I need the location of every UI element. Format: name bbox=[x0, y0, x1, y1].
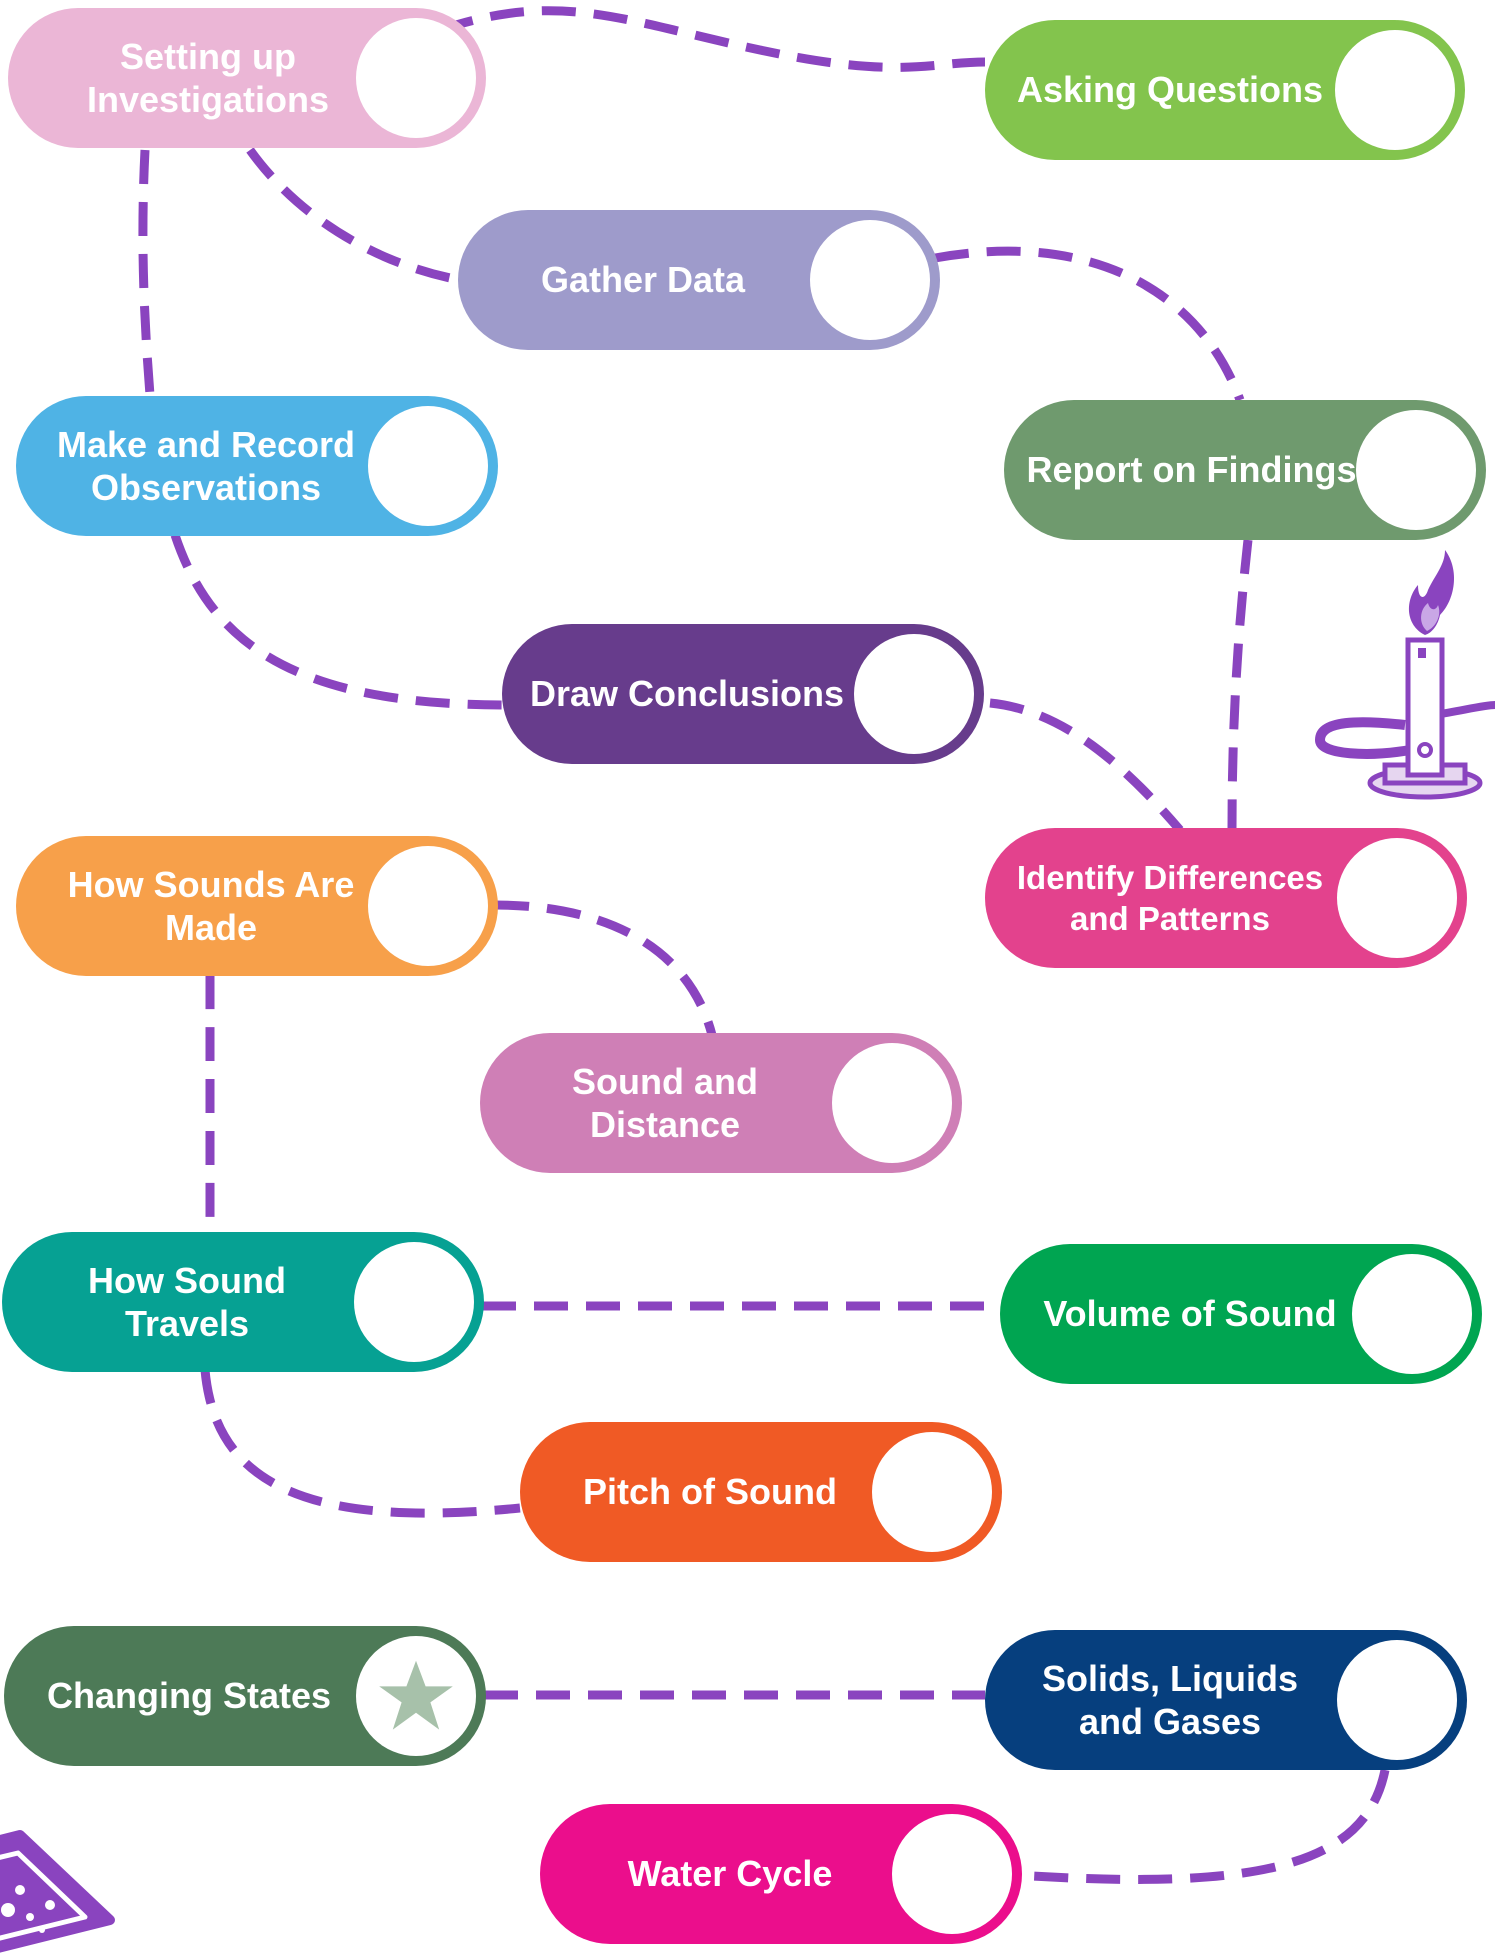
toggle-knob bbox=[892, 1814, 1012, 1934]
toggle-knob bbox=[368, 846, 488, 966]
connector-report-findings-to-identify-differences bbox=[1227, 539, 1253, 831]
connector-sound-travels-to-pitch bbox=[200, 1369, 521, 1518]
node-how-sounds-are-made[interactable]: How Sounds Are Made bbox=[16, 836, 498, 976]
node-pitch-of-sound[interactable]: Pitch of Sound bbox=[520, 1422, 1002, 1562]
toggle-knob bbox=[1356, 410, 1476, 530]
toggle-knob bbox=[810, 220, 930, 340]
toggle-knob bbox=[1335, 30, 1455, 150]
toggle-knob bbox=[1337, 1640, 1457, 1760]
toggle-knob bbox=[1337, 838, 1457, 958]
toggle-knob bbox=[356, 1636, 476, 1756]
star-icon bbox=[379, 1660, 453, 1730]
node-label: Setting up Investigations bbox=[86, 35, 330, 120]
node-make-and-record-observations[interactable]: Make and Record Observations bbox=[16, 396, 498, 536]
bunsen-burner-icon bbox=[1314, 550, 1495, 800]
node-volume-of-sound[interactable]: Volume of Sound bbox=[1000, 1244, 1482, 1384]
node-label: Changing States bbox=[46, 1675, 332, 1717]
node-identify-differences-and-patterns[interactable]: Identify Differences and Patterns bbox=[985, 828, 1467, 968]
toggle-knob bbox=[832, 1043, 952, 1163]
node-label: Pitch of Sound bbox=[583, 1471, 837, 1513]
node-draw-conclusions[interactable]: Draw Conclusions bbox=[502, 624, 984, 764]
node-gather-data[interactable]: Gather Data bbox=[458, 210, 940, 350]
node-label: Gather Data bbox=[540, 259, 746, 301]
node-label: Make and Record Observations bbox=[56, 423, 356, 508]
toggle-knob bbox=[354, 1242, 474, 1362]
connector-draw-conclusions-to-identify-differences bbox=[989, 698, 1184, 833]
connector-setting-up-to-gather-data bbox=[246, 147, 461, 285]
node-report-on-findings[interactable]: Report on Findings bbox=[1004, 400, 1486, 540]
connector-solids-to-water-cycle bbox=[1014, 1769, 1390, 1884]
node-label: Sound and Distance bbox=[572, 1060, 758, 1145]
toggle-knob bbox=[872, 1432, 992, 1552]
node-how-sound-travels[interactable]: How Sound Travels bbox=[2, 1232, 484, 1372]
node-label: Identify Differences and Patterns bbox=[1016, 858, 1324, 937]
toggle-knob bbox=[368, 406, 488, 526]
node-setting-up-investigations[interactable]: Setting up Investigations bbox=[8, 8, 486, 148]
node-label: Solids, Liquids and Gases bbox=[1041, 1657, 1298, 1742]
connector-sounds-made-to-sound-distance bbox=[494, 900, 717, 1037]
connector-setting-up-to-make-observations bbox=[138, 149, 155, 396]
toggle-knob bbox=[1352, 1254, 1472, 1374]
toggle-knob bbox=[854, 634, 974, 754]
toggle-knob bbox=[356, 18, 476, 138]
node-label: Report on Findings bbox=[1026, 449, 1357, 491]
node-label: Asking Questions bbox=[1016, 69, 1324, 111]
connector-setting-up-to-asking-questions bbox=[438, 6, 986, 72]
conical-flask-icon bbox=[0, 1830, 115, 1953]
node-label: How Sounds Are Made bbox=[67, 863, 355, 948]
node-asking-questions[interactable]: Asking Questions bbox=[985, 20, 1465, 160]
node-sound-and-distance[interactable]: Sound and Distance bbox=[480, 1033, 962, 1173]
node-label: Draw Conclusions bbox=[529, 673, 845, 715]
node-solids-liquids-and-gases[interactable]: Solids, Liquids and Gases bbox=[985, 1630, 1467, 1770]
node-label: Volume of Sound bbox=[1043, 1293, 1337, 1335]
node-label: Water Cycle bbox=[627, 1853, 833, 1895]
connector-make-observations-to-draw-conclusions bbox=[170, 533, 506, 710]
node-water-cycle[interactable]: Water Cycle bbox=[540, 1804, 1022, 1944]
node-changing-states[interactable]: Changing States bbox=[4, 1626, 486, 1766]
node-label: How Sound Travels bbox=[88, 1259, 286, 1344]
connector-gather-data-to-report-findings bbox=[934, 246, 1245, 402]
